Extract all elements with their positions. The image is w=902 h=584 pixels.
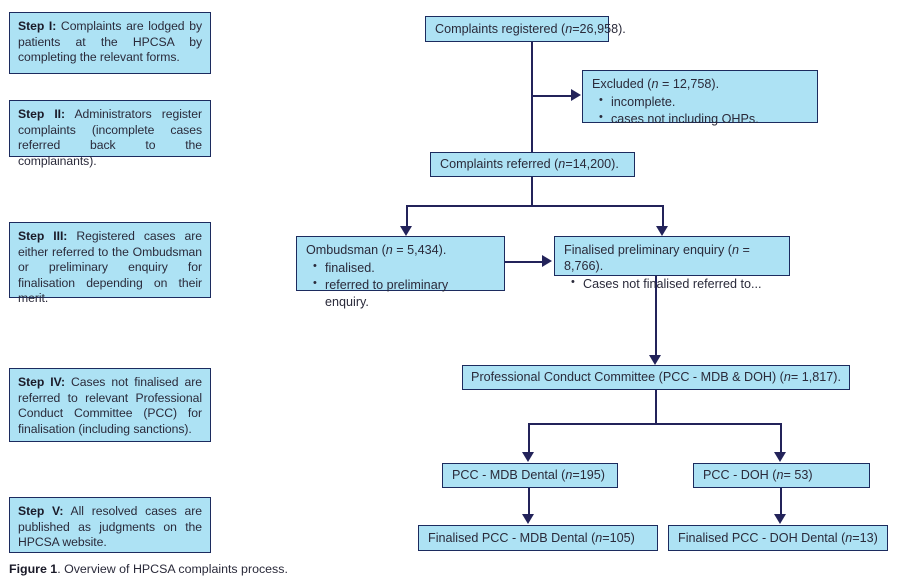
node-ombudsman-head: Ombudsman (n = 5,434).: [306, 242, 495, 258]
connector-pcc-mdb-to-finalised: [528, 488, 531, 516]
arrowhead-to-pcc-mdb: [522, 452, 534, 462]
step-text-iv: Cases not finalised are referred to rele…: [18, 375, 203, 436]
arrowhead-to-excluded: [571, 89, 581, 101]
node-finalised-pcc-mdb-after: =105): [602, 530, 635, 545]
node-finalised-preliminary-n: n: [731, 243, 739, 257]
arrowhead-ombudsman-to-finalised-preliminary: [542, 255, 552, 267]
node-ombudsman-bullets: finalised. referred to preliminary enqui…: [306, 259, 495, 310]
node-pcc-doh-before: PCC - DOH (: [703, 468, 777, 483]
step-box-iv: Step IV: Cases not finalised are referre…: [9, 368, 211, 442]
step-box-iii: Step III: Registered cases are either re…: [9, 222, 211, 305]
node-finalised-pcc-mdb-n: n: [595, 530, 603, 545]
step-text-ii: Administrators register complaints (inco…: [18, 107, 202, 168]
step-label-iv: Step IV:: [18, 375, 66, 389]
step-text-v: All resolved cases are published as judg…: [18, 504, 202, 550]
node-finalised-preliminary-bullet-0: Cases not finalised referred to...: [571, 275, 780, 292]
node-excluded-n: n: [651, 77, 659, 91]
node-ombudsman-before: Ombudsman (: [306, 243, 386, 257]
node-complaints-referred-n: n: [558, 157, 566, 172]
connector-ombudsman-to-finalised-preliminary: [505, 261, 543, 264]
figure-caption-number: Figure 1: [9, 562, 58, 576]
node-ombudsman-bullet-1: referred to preliminary enquiry.: [313, 276, 495, 310]
node-excluded-bullet-0: incomplete.: [599, 93, 808, 110]
node-pcc-committee: Professional Conduct Committee (PCC - MD…: [462, 365, 850, 390]
connector-to-ombudsman: [406, 205, 409, 227]
node-complaints-registered-after: =26,958).: [572, 21, 626, 36]
figure-caption: Figure 1. Overview of HPCSA complaints p…: [9, 562, 288, 576]
arrowhead-to-finalised-pcc-mdb: [522, 514, 534, 524]
node-complaints-registered-before: Complaints registered (: [435, 21, 566, 36]
node-excluded-bullet-1: cases not including OHPs.: [599, 110, 808, 127]
node-pcc-mdb-dental-before: PCC - MDB Dental (: [452, 468, 566, 483]
arrowhead-to-pcc-doh: [774, 452, 786, 462]
connector-pcc-split-bar: [528, 423, 782, 426]
node-finalised-preliminary-before: Finalised preliminary enquiry (: [564, 243, 732, 257]
step-box-i: Step I: Complaints are lodged by patient…: [9, 12, 211, 74]
node-pcc-committee-before: Professional Conduct Committee (PCC - MD…: [471, 370, 784, 385]
node-finalised-pcc-doh-after: =13): [852, 530, 878, 545]
node-ombudsman: Ombudsman (n = 5,434). finalised. referr…: [296, 236, 505, 309]
node-pcc-mdb-dental-n: n: [565, 468, 573, 483]
step-text-iii: Registered cases are either referred to …: [18, 229, 202, 306]
node-pcc-committee-n: n: [783, 370, 791, 385]
step-label-v: Step V:: [18, 504, 64, 518]
node-complaints-referred: Complaints referred (n=14,200).: [430, 152, 635, 177]
step-box-v: Step V: All resolved cases are published…: [9, 497, 211, 553]
step-text-i: Complaints are lodged by patients at the…: [18, 19, 202, 65]
node-excluded-before: Excluded (: [592, 77, 652, 91]
connector-pcc-stem: [655, 390, 658, 425]
node-excluded: Excluded (n = 12,758). incomplete. cases…: [582, 70, 818, 126]
node-finalised-preliminary-enquiry: Finalised preliminary enquiry (n = 8,766…: [554, 236, 790, 291]
node-pcc-doh-n: n: [776, 468, 784, 483]
node-complaints-referred-after: =14,200).: [565, 157, 619, 172]
arrowhead-to-ombudsman: [400, 226, 412, 236]
node-finalised-pcc-doh-dental: Finalised PCC - DOH Dental (n=13): [668, 525, 888, 551]
connector-to-pcc-doh: [780, 423, 783, 453]
step-label-iii: Step III:: [18, 229, 68, 243]
node-ombudsman-bullet-0: finalised.: [313, 259, 495, 276]
connector-finalised-preliminary-to-pcc: [655, 276, 658, 356]
step-label-ii: Step II:: [18, 107, 66, 121]
node-finalised-pcc-mdb-dental: Finalised PCC - MDB Dental (n=105): [418, 525, 658, 551]
node-excluded-after: = 12,758).: [658, 77, 720, 91]
node-complaints-registered-n: n: [565, 21, 573, 36]
connector-referred-split-bar: [406, 205, 664, 208]
connector-to-finalised-preliminary: [662, 205, 665, 227]
node-ombudsman-after: = 5,434).: [392, 243, 447, 257]
node-pcc-mdb-dental: PCC - MDB Dental (n=195): [442, 463, 618, 488]
node-excluded-bullets: incomplete. cases not including OHPs.: [592, 93, 808, 128]
node-finalised-preliminary-bullets: Cases not finalised referred to...: [564, 275, 780, 292]
arrowhead-to-pcc-committee: [649, 355, 661, 365]
step-box-ii: Step II: Administrators register complai…: [9, 100, 211, 168]
arrowhead-to-finalised-preliminary: [656, 226, 668, 236]
node-pcc-committee-after: = 1,817).: [790, 370, 841, 385]
node-finalised-preliminary-after: = 8,766).: [564, 243, 750, 274]
connector-pcc-doh-to-finalised: [780, 488, 783, 516]
node-complaints-referred-before: Complaints referred (: [440, 157, 559, 172]
connector-registered-to-excluded: [531, 95, 572, 98]
node-pcc-doh: PCC - DOH (n = 53): [693, 463, 870, 488]
arrowhead-to-finalised-pcc-doh: [774, 514, 786, 524]
connector-to-pcc-mdb: [528, 423, 531, 453]
node-complaints-registered: Complaints registered (n=26,958).: [425, 16, 626, 42]
connector-referred-stem: [531, 177, 534, 207]
node-pcc-mdb-dental-after: =195): [572, 468, 605, 483]
node-ombudsman-n: n: [385, 243, 393, 257]
node-finalised-pcc-doh-n: n: [845, 530, 853, 545]
figure-caption-text: . Overview of HPCSA complaints process.: [57, 562, 288, 576]
node-finalised-preliminary-head: Finalised preliminary enquiry (n = 8,766…: [564, 242, 780, 274]
node-finalised-pcc-doh-before: Finalised PCC - DOH Dental (: [678, 530, 846, 545]
step-label-i: Step I:: [18, 19, 57, 33]
node-finalised-pcc-mdb-before: Finalised PCC - MDB Dental (: [428, 530, 596, 545]
node-pcc-doh-after: = 53): [783, 468, 813, 483]
node-excluded-head: Excluded (n = 12,758).: [592, 76, 808, 92]
